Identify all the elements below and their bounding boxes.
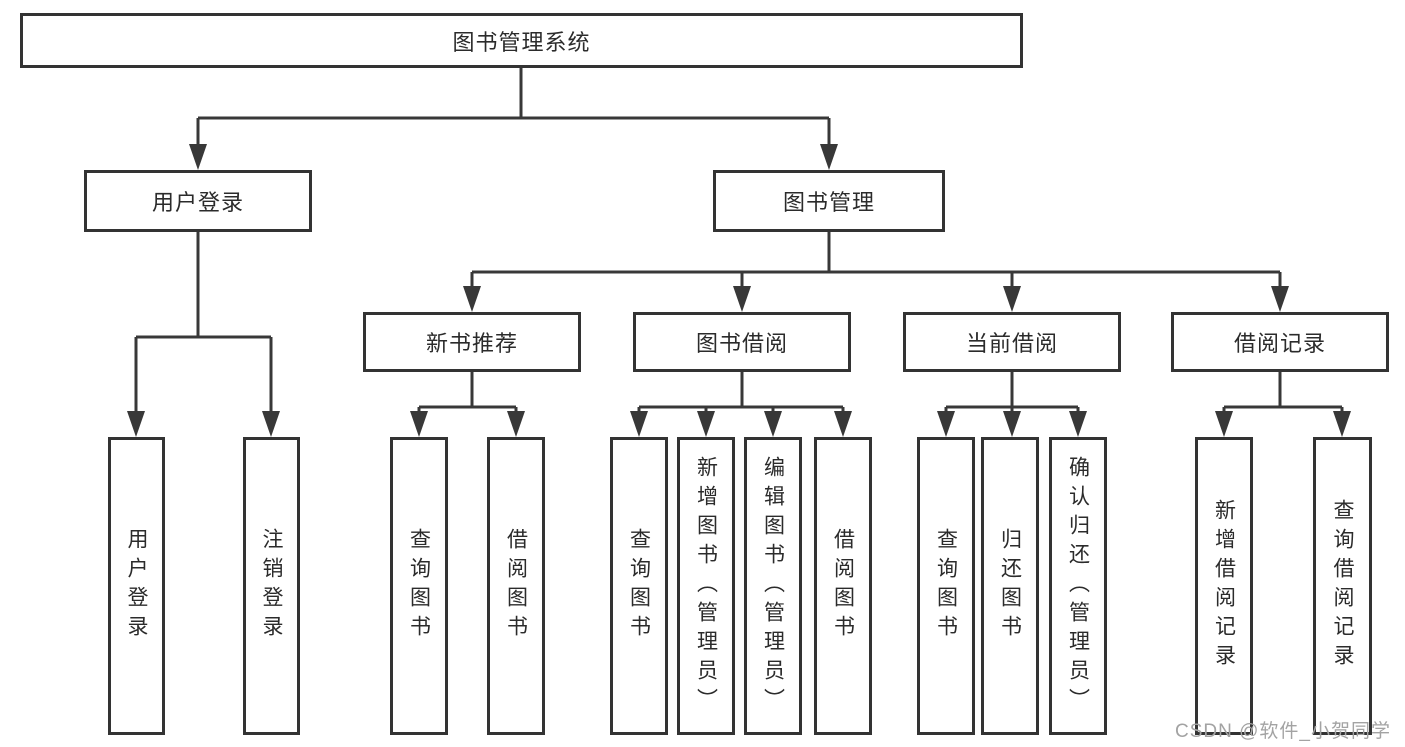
arrowhead: [764, 411, 782, 437]
arrowhead: [1271, 286, 1289, 312]
node-leaf-return-book: 归还图书: [981, 437, 1039, 735]
connector-userlogin-to-leaves: [134, 232, 273, 413]
arrowhead: [262, 411, 280, 437]
arrowhead: [127, 411, 145, 437]
node-leaf-query-books-current: 查询图书: [917, 437, 975, 735]
connector-records-to-leaves: [1222, 372, 1344, 413]
connector-lines: [134, 68, 1344, 413]
connector-newbook-to-leaves: [417, 372, 518, 413]
arrowhead: [189, 144, 207, 170]
node-leaf-confirm-return-admin: 确认归还（管理员）: [1049, 437, 1107, 735]
node-leaf-query-books-borrowing: 查询图书: [610, 437, 668, 735]
arrowhead: [1069, 411, 1087, 437]
node-borrowing-records: 借阅记录: [1171, 312, 1389, 372]
node-leaf-query-borrow-record: 查询借阅记录: [1313, 437, 1372, 735]
node-current-borrowing: 当前借阅: [903, 312, 1121, 372]
arrowhead: [630, 411, 648, 437]
node-leaf-borrow-books-borrowing: 借阅图书: [814, 437, 872, 735]
arrowhead: [834, 411, 852, 437]
arrowhead: [820, 144, 838, 170]
connector-root-to-level2: [196, 68, 831, 146]
arrowhead: [1003, 411, 1021, 437]
arrowhead: [1215, 411, 1233, 437]
node-book-management: 图书管理: [713, 170, 945, 232]
node-leaf-query-books-recommend: 查询图书: [390, 437, 448, 735]
node-user-login: 用户登录: [84, 170, 312, 232]
arrowheads: [127, 144, 1351, 437]
node-leaf-logout: 注销登录: [243, 437, 300, 735]
connector-bookmgmt-to-level3: [470, 232, 1282, 288]
arrowhead: [937, 411, 955, 437]
connector-currentborrow-to-leaves: [944, 372, 1080, 413]
arrowhead: [1333, 411, 1351, 437]
node-leaf-edit-book-admin: 编辑图书（管理员）: [744, 437, 802, 735]
node-leaf-borrow-books-recommend: 借阅图书: [487, 437, 545, 735]
connector-bookborrow-to-leaves: [637, 372, 845, 413]
arrowhead: [463, 286, 481, 312]
arrowhead: [410, 411, 428, 437]
arrowhead: [697, 411, 715, 437]
node-library-management-system: 图书管理系统: [20, 13, 1023, 68]
arrowhead: [733, 286, 751, 312]
node-leaf-add-book-admin: 新增图书（管理员）: [677, 437, 735, 735]
node-leaf-user-login: 用户登录: [108, 437, 165, 735]
arrowhead: [1003, 286, 1021, 312]
node-book-borrowing: 图书借阅: [633, 312, 851, 372]
node-new-book-recommend: 新书推荐: [363, 312, 581, 372]
csdn-watermark: CSDN @软件_小贺同学: [1175, 721, 1391, 742]
node-leaf-add-borrow-record: 新增借阅记录: [1195, 437, 1253, 735]
arrowhead: [507, 411, 525, 437]
